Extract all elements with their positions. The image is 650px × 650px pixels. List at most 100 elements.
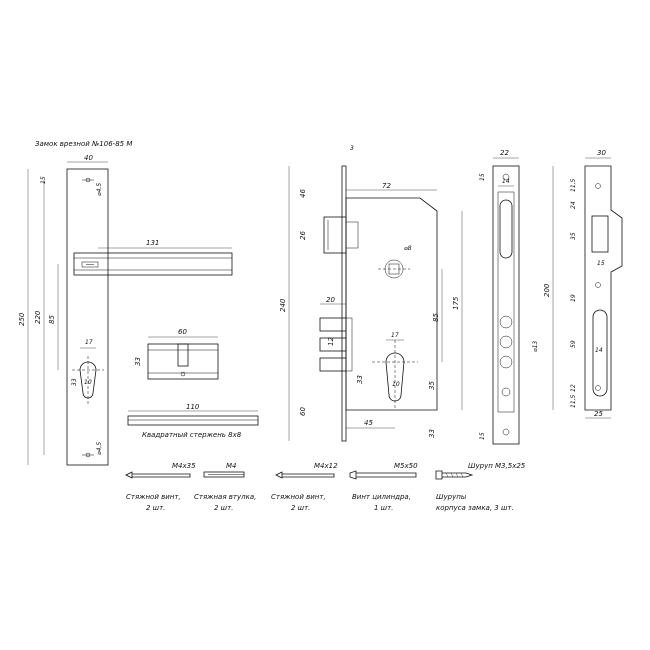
strike-plate-outline — [584, 165, 623, 411]
side-latch — [499, 199, 513, 259]
hardware-size: Шуруп М3,5х25 — [468, 462, 526, 470]
hardware-size: М4х12 — [314, 462, 338, 470]
dim-side-14: 14 — [502, 178, 510, 185]
spindle-label: Квадратный стержень 8х8 — [142, 431, 242, 439]
hardware-item-screw-m4x12: М4х12 Стяжной винт, 2 шт. — [271, 462, 338, 512]
hardware-item-bushing-m4: М4 Стяжная втулка, 2 шт. — [194, 462, 256, 512]
dim-strike-200: 200 — [543, 283, 551, 297]
dim-handle-hole-bottom: ⌀4,5 — [96, 442, 103, 455]
hardware-qty: 2 шт. — [214, 504, 233, 512]
hardware-item-screw-m5x50: М5х50 Винт цилиндра, 1 шт. — [349, 462, 418, 512]
dim-lock-33b: 33 — [428, 429, 436, 438]
strike-screw-2 — [595, 282, 601, 288]
dim-strike-35: 35 — [570, 232, 577, 240]
hardware-qty: корпуса замка, 3 шт. — [436, 504, 514, 512]
dim-keyhole-33: 33 — [71, 378, 78, 386]
dim-strike-12: 12 — [570, 384, 577, 392]
dim-lock-3: 3 — [350, 145, 354, 152]
wood-screw-icon — [435, 470, 474, 480]
handle-rose — [81, 261, 99, 268]
hardware-item-wood-screw: Шуруп М3,5х25 Шурупы корпуса замка, 3 шт… — [435, 462, 526, 512]
hardware-size: М5х50 — [394, 462, 418, 470]
dim-lock-35: 35 — [428, 381, 436, 390]
dim-lock-72: 72 — [382, 182, 391, 190]
screw-icon — [349, 470, 417, 480]
hardware-label: Шурупы — [436, 493, 467, 501]
side-bolt-2 — [499, 335, 513, 349]
hardware-size: М4 — [226, 462, 237, 470]
dim-handle-width: 40 — [84, 154, 93, 162]
cylinder-screw-hole — [180, 371, 186, 377]
dim-lock-8: ⌀8 — [404, 245, 412, 252]
handle-keyhole — [79, 361, 97, 399]
strike-screw-1 — [595, 183, 601, 189]
spindle-bar — [127, 415, 259, 426]
dim-side-15-bottom: 15 — [479, 432, 486, 440]
handle-view: 40 250 220 85 15 ⌀4,5 ⌀4,5 131 17 10 33 — [18, 154, 233, 466]
hardware-qty: 2 шт. — [291, 504, 310, 512]
lock-body-view: 3 72 46 26 ⌀8 240 20 12 85 175 17 33 10 … — [279, 145, 463, 442]
side-faceplate — [492, 165, 520, 445]
handle-plate — [66, 168, 109, 466]
side-screw-bottom — [502, 428, 510, 436]
dim-handle-height: 250 — [18, 312, 26, 326]
dim-strike-19: 19 — [570, 294, 577, 302]
hardware-qty: 1 шт. — [374, 504, 393, 512]
dim-strike-24: 24 — [570, 201, 577, 209]
hardware-item-screw-m4x35: М4х35 Стяжной винт, 2 шт. — [125, 462, 196, 512]
dim-handle-hole-top: ⌀4,5 — [96, 183, 103, 196]
dim-cylinder-33: 33 — [134, 357, 142, 366]
hardware-label: Стяжной винт, — [126, 493, 181, 501]
hardware-size: М4х35 — [172, 462, 196, 470]
dim-lock-240: 240 — [279, 298, 287, 312]
dim-strike-59: 59 — [570, 340, 577, 348]
handle-lever — [73, 252, 233, 276]
lock-latch — [323, 216, 347, 254]
lock-case — [345, 197, 438, 411]
dim-side-22: 22 — [500, 149, 509, 157]
dim-lock-46: 46 — [299, 189, 307, 198]
spindle-view: 110 Квадратный стержень 8х8 — [127, 403, 259, 439]
side-screw-top — [502, 173, 510, 181]
cylinder-cam — [177, 343, 189, 367]
dim-cylinder-60: 60 — [178, 328, 187, 336]
strike-bolt-slot — [592, 309, 608, 397]
dim-lock-26: 26 — [299, 231, 307, 240]
hardware-list: М4х35 Стяжной винт, 2 шт. М4 Стяжная вту… — [125, 462, 526, 512]
dim-strike-11-5-top: 11,5 — [570, 178, 577, 192]
dim-lock-20: 20 — [326, 296, 335, 304]
dim-handle-85: 85 — [48, 315, 56, 324]
dim-handle-220: 220 — [34, 310, 42, 324]
dim-strike-11-5-bottom: 11,5 — [570, 394, 577, 408]
side-view: 22 14 15 15 ⌀13 — [479, 149, 539, 445]
cylinder-body — [147, 343, 219, 380]
cylinder-view: 60 33 — [134, 328, 219, 380]
hardware-label: Стяжная втулка, — [194, 493, 256, 501]
strike-plate-view: 30 11,5 24 35 15 200 19 59 14 12 11,5 25 — [543, 149, 623, 419]
dim-lock-175: 175 — [452, 296, 460, 310]
screw-icon — [275, 471, 335, 479]
side-cylinder-hole — [501, 387, 511, 397]
screw-icon — [125, 471, 191, 479]
side-bolt-3 — [499, 355, 513, 369]
dim-lock-60: 60 — [299, 407, 307, 416]
dim-strike-30: 30 — [597, 149, 606, 157]
hardware-label: Стяжной винт, — [271, 493, 326, 501]
dim-lock-45: 45 — [364, 419, 373, 427]
lock-faceplate — [341, 165, 347, 442]
strike-latch-window — [591, 215, 609, 253]
dim-lock-33: 33 — [356, 375, 364, 384]
side-bolt-1 — [499, 315, 513, 329]
dim-strike-14: 14 — [595, 347, 603, 354]
dim-lever-length: 131 — [146, 239, 159, 247]
dim-handle-top15: 15 — [40, 176, 47, 184]
dim-side-13: ⌀13 — [532, 341, 539, 352]
dim-keyhole-10: 10 — [84, 379, 92, 386]
dim-side-15-top: 15 — [479, 173, 486, 181]
hardware-label: Винт цилиндра, — [352, 493, 411, 501]
dim-spindle-110: 110 — [186, 403, 200, 411]
dim-lock-85: 85 — [432, 313, 440, 322]
dim-lock-17: 17 — [391, 332, 399, 339]
hardware-qty: 2 шт. — [146, 504, 165, 512]
